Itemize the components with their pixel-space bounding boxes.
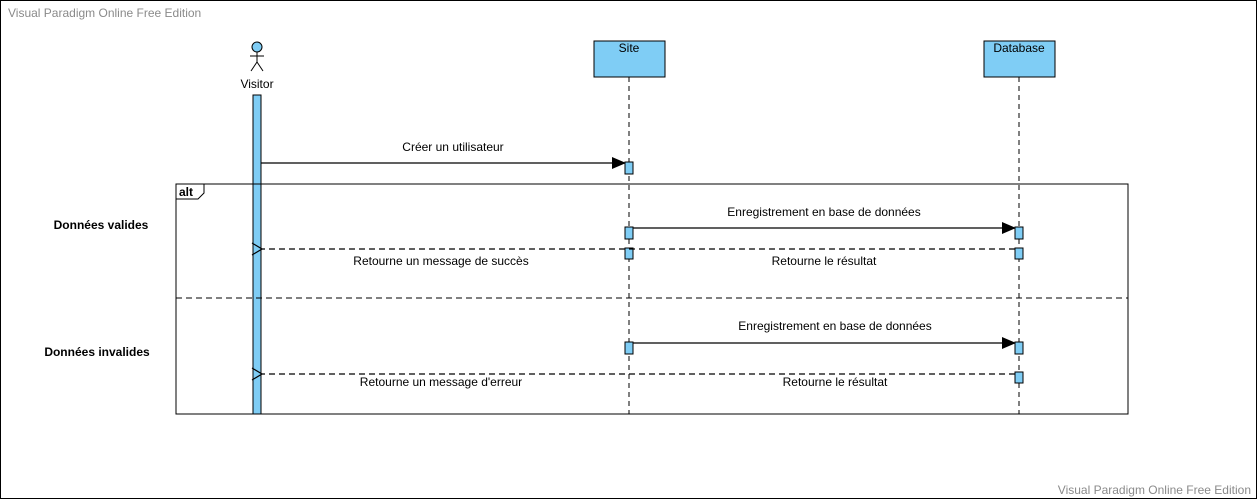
message-save-db-2-label: Enregistrement en base de données	[738, 319, 931, 333]
alt-operator-label: alt	[179, 185, 193, 199]
guard-invalid-label: Données invalides	[44, 345, 150, 359]
alt-fragment-tab	[175, 183, 205, 200]
message-return-error-label: Retourne un message d'erreur	[360, 375, 522, 389]
message-create-user-label: Créer un utilisateur	[402, 140, 503, 154]
message-save-db-1-label: Enregistrement en base de données	[727, 205, 920, 219]
alt-fragment-frame[interactable]	[175, 183, 1129, 415]
site-activation-2	[624, 226, 634, 240]
site-label: Site	[619, 41, 640, 55]
message-return-success-label: Retourne un message de succès	[353, 254, 528, 268]
database-activation-1	[1014, 226, 1024, 240]
visitor-actor-icon[interactable]	[250, 41, 264, 72]
guard-valid-label: Données valides	[54, 218, 149, 232]
site-activation-4	[624, 341, 634, 355]
message-return-result-1-label: Retourne le résultat	[772, 254, 877, 268]
site-activation-3	[624, 247, 634, 260]
message-return-result-2-label: Retourne le résultat	[783, 375, 888, 389]
database-activation-3	[1014, 341, 1024, 355]
watermark-top: Visual Paradigm Online Free Edition	[8, 6, 201, 20]
database-activation-4	[1014, 371, 1024, 384]
site-participant-box[interactable]	[593, 40, 666, 78]
database-label: Database	[993, 41, 1045, 55]
site-activation-1	[624, 161, 634, 175]
visitor-activation-bar[interactable]	[252, 94, 262, 415]
visitor-label: Visitor	[240, 77, 273, 91]
database-activation-2	[1014, 247, 1024, 260]
watermark-bottom: Visual Paradigm Online Free Edition	[1058, 483, 1251, 497]
